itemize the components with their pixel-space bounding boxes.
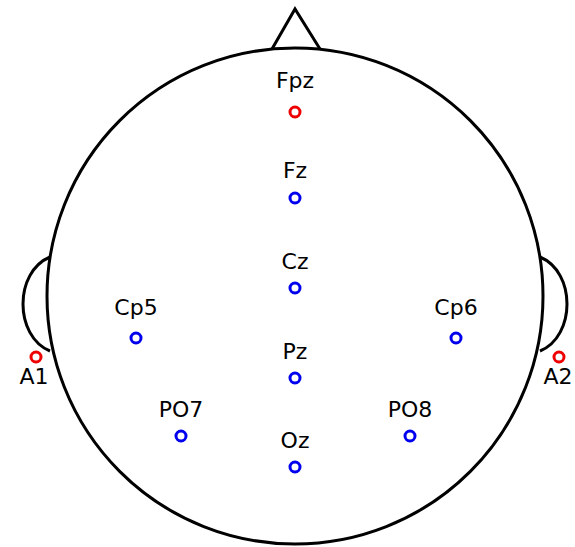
reference-electrode [554,352,564,362]
head-outline [47,48,543,544]
electrode-label: Oz [281,430,310,452]
electrode [176,431,186,441]
electrode-label: Pz [283,341,308,363]
electrode-label: A1 [19,366,48,388]
electrode-label: Fpz [276,70,314,92]
electrode-label: A2 [543,366,572,388]
electrode-label: PO8 [388,399,433,421]
electrode [131,333,141,343]
electrode-label: Cz [282,251,309,273]
electrode-label: Cp6 [434,297,477,319]
nose-outline [272,9,320,49]
electrode-label: PO7 [159,399,204,421]
electrode [290,462,300,472]
reference-electrode [290,107,300,117]
electrode-label: Fz [283,160,307,182]
electrode-label: Cp5 [114,297,157,319]
electrode [290,193,300,203]
electrode [290,373,300,383]
electrode [451,333,461,343]
reference-electrode [31,352,41,362]
electrode [290,283,300,293]
electrode [405,431,415,441]
